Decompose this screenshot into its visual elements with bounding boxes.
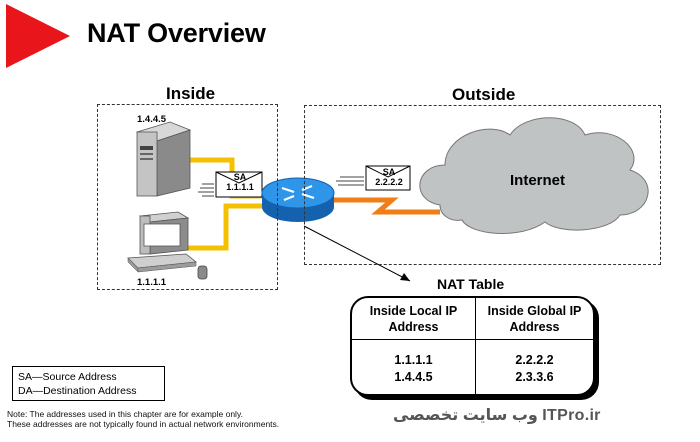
nat-header-inside-local: Inside Local IP Address — [352, 298, 475, 340]
pc-ip-label: 1.1.1.1 — [137, 277, 167, 288]
packet-2-address: 2.2.2.2 — [375, 177, 403, 187]
packet-2-label: SA 2.2.2.2 — [369, 167, 409, 187]
nat-arrow — [303, 225, 411, 282]
inside-label: Inside — [166, 84, 216, 103]
title-triangle-icon — [6, 4, 70, 68]
nat-cell: 1.4.4.5 — [394, 370, 433, 384]
legend-line-da: DA—Destination Address — [18, 385, 137, 397]
nat-cell: 2.2.2.2 — [515, 353, 554, 367]
watermark: وب سایت تخصصی ITPro.ir — [393, 407, 601, 424]
nat-table: Inside Local IP Address 1.1.1.1 1.4.4.5 … — [350, 296, 595, 396]
packet-1-sa: SA — [233, 172, 247, 182]
footnote: Note: The addresses used in this chapter… — [7, 409, 279, 429]
inside-zone — [97, 104, 278, 290]
packet-2-envelope-icon — [365, 165, 411, 191]
legend-box: SA—Source Address DA—Destination Address — [12, 366, 165, 401]
nat-cell: 1.1.1.1 — [394, 353, 433, 367]
nat-table-title: NAT Table — [437, 276, 505, 292]
internet-cloud-icon — [419, 117, 649, 234]
legend-line-sa: SA—Source Address — [18, 371, 117, 383]
nat-cell: 2.3.3.6 — [515, 370, 554, 384]
page-title: NAT Overview — [87, 18, 266, 48]
footnote-line: Note: The addresses used in this chapter… — [7, 409, 243, 419]
footnote-line: These addresses are not typically found … — [7, 419, 280, 429]
outside-zone — [304, 105, 661, 265]
internet-label: Internet — [510, 172, 566, 189]
nat-arrow-head-icon — [400, 273, 410, 281]
server-icon — [135, 121, 192, 197]
pc-cable — [187, 203, 272, 251]
server-ip-label: 1.4.4.5 — [137, 114, 167, 125]
packet-1-address: 1.1.1.1 — [226, 182, 254, 192]
packet-1-envelope-icon — [215, 171, 263, 198]
outside-label: Outside — [452, 85, 516, 104]
wan-link — [330, 197, 440, 215]
router-icon — [261, 177, 335, 222]
packet-1-motion-lines — [198, 183, 214, 197]
pc-icon — [127, 211, 208, 280]
packet-1-label: SA 1.1.1.1 — [221, 172, 259, 192]
packet-2-motion-lines — [336, 176, 364, 186]
nat-column-inside-global: Inside Global IP Address 2.2.2.2 2.3.3.6 — [476, 298, 593, 394]
nat-header-inside-global: Inside Global IP Address — [476, 298, 593, 340]
packet-2-sa: SA — [382, 167, 396, 177]
nat-column-inside-local: Inside Local IP Address 1.1.1.1 1.4.4.5 — [352, 298, 476, 394]
